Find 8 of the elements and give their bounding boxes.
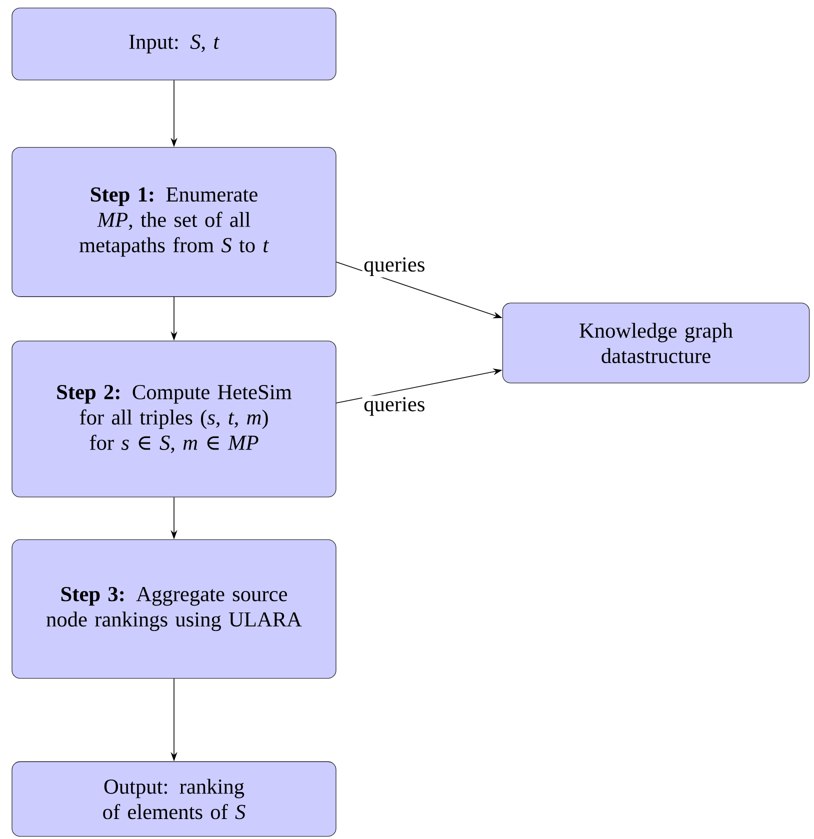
process-box: Output: ranking of elements of S xyxy=(12,761,336,837)
edge-label: queries xyxy=(362,396,427,418)
storage-box: Knowledge graph datastructure xyxy=(502,302,810,384)
process-box: Step 1: Enumerate MP, the set of all metapaths from S to t xyxy=(12,147,336,297)
process-box: Step 3: Aggregate source node rankings using ULARA xyxy=(12,539,336,679)
process-box: Input: S, t xyxy=(12,8,336,80)
edge-label: queries xyxy=(362,256,427,278)
process-box: Step 2: Compute HeteSim for all triples (s, t, m) for s ∈ S, m ∈ MP xyxy=(12,340,336,498)
